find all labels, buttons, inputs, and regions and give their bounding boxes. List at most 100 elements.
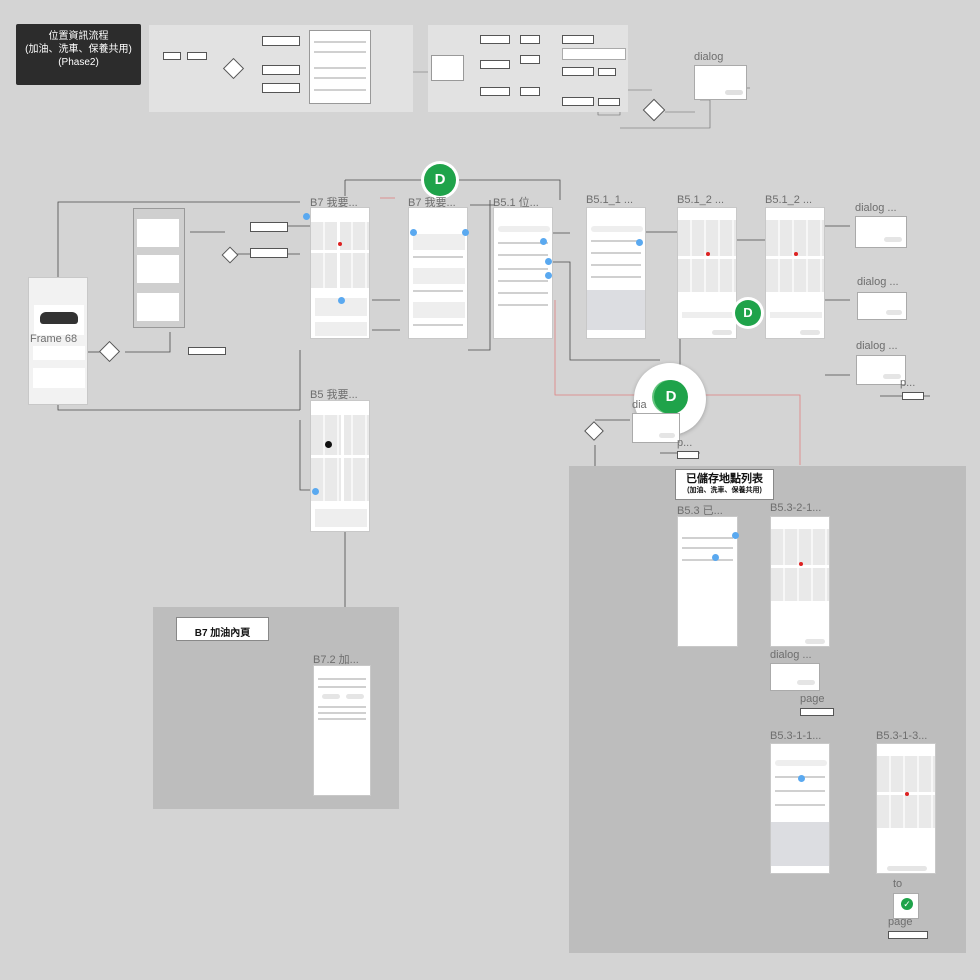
flow-screen-list [309,30,371,104]
hotspot-dot[interactable] [303,213,310,220]
frame-label-dialog-top: dialog [694,51,724,63]
flow-title-line1: 位置資訊流程 [48,31,109,42]
frame-label-dialog-3: dialog ... [856,340,898,352]
frame-label-b7-map: B7 我要... [310,197,358,209]
b53-saved-list-screen [677,516,738,647]
b72-refuel-screen [313,665,371,796]
frame-label-b72: B7.2 加... [313,654,359,666]
dialog-frame [694,65,747,100]
flow-node [480,35,510,44]
permission-flow-panel [133,208,185,328]
frame-label-b51-2b: B5.1_2 ... [765,194,813,206]
frame-label-b51-2a: B5.1_2 ... [677,194,725,206]
search-input [775,760,827,766]
keyboard [587,290,645,330]
hotspot-dot[interactable] [545,258,552,265]
location-pin-icon [706,252,710,256]
section-saved-places-label: 已儲存地點列表 (加油、洗車、保養共用) [675,469,774,500]
service-icons-row [33,346,85,360]
flow-node [262,65,300,75]
dialog-frame [855,216,907,248]
flow-title-line3: (Phase2) [58,57,99,68]
map-view [678,220,736,292]
hotspot-dot[interactable] [410,229,417,236]
flow-decision [222,57,245,80]
search-input [591,226,643,232]
b5-map-screen [310,400,370,532]
flow-node [800,708,834,716]
flow-node [187,52,207,60]
frame-label-page-2: p... [677,437,693,449]
hotspot-dot[interactable] [312,488,319,495]
b51-1-search-screen [586,207,646,339]
hotspot-dot[interactable] [462,229,469,236]
hotspot-dot[interactable] [540,238,547,245]
section-b7-label: B7 加油內頁 [176,617,269,641]
flow-node [480,60,510,69]
collaborator-avatar: D [654,380,688,414]
frame-label-b5: B5 我要... [310,389,358,401]
frame-label-dialog-4: dia [632,399,647,411]
flow-title-block: 位置資訊流程 (加油、洗車、保養共用) (Phase2) [16,24,141,85]
section-saved-subtitle: (加油、洗車、保養共用) [687,487,762,494]
flow-node [902,392,924,400]
search-input [498,226,550,232]
flow-screen [431,55,464,81]
section-saved-places [569,466,966,953]
hotspot-dot[interactable] [712,554,719,561]
dialog-frame [856,355,906,385]
flow-node [520,35,540,44]
b53-1-1-search-screen [770,743,830,874]
flow-node [520,55,540,64]
hotspot-dot[interactable] [545,272,552,279]
b51-2-map-screen-a [677,207,737,339]
hotspot-dot[interactable] [798,775,805,782]
flow-node [250,248,288,258]
flow-node [598,98,620,106]
location-pin-icon [799,562,803,566]
frame-label-to-page: to [893,878,903,890]
hotspot-dot[interactable] [732,532,739,539]
map-view [766,220,824,292]
location-pin-icon [905,792,909,796]
location-pin-icon [338,242,342,246]
car-icon [40,312,78,324]
flow-node [888,931,928,939]
flow-node [562,97,594,106]
hotspot-dot[interactable] [636,239,643,246]
flow-node [250,222,288,232]
location-pin-icon [794,252,798,256]
frame-label-b53-1-1: B5.3-1-1... [770,730,822,742]
flow-node [562,35,594,44]
frame-label-dialog-5: dialog ... [770,649,812,661]
check-icon: ✓ [901,898,913,910]
frame-label-b51: B5.1 位... [493,197,539,209]
flow-node [677,451,699,459]
frame-label-dialog-2: dialog ... [857,276,899,288]
hotspot-dot[interactable] [338,297,345,304]
flow-node [520,87,540,96]
flow-node [562,67,594,76]
frame-label-b7-list: B7 我要... [408,197,456,209]
map-view [311,222,369,288]
b53-1-3-map-screen [876,743,936,874]
b51-2-map-screen-b [765,207,825,339]
success-toast: ✓ [893,893,919,919]
keyboard [771,822,829,866]
frame-label-page-4: page [888,916,913,928]
flow-select [562,48,626,60]
b7-list-screen [408,207,468,339]
collaborator-avatar: D [424,164,456,196]
frame-label-page-3: page [800,693,825,705]
current-location-icon [325,441,332,448]
frame-label-page-1: p... [900,377,916,389]
flow-title-line2: (加油、洗車、保養共用) [25,44,132,55]
section-saved-title: 已儲存地點列表 [686,473,763,485]
top-flow-panel-right [428,25,628,112]
b7-map-screen [310,207,370,339]
dialog-frame [857,292,907,320]
map-view [311,415,369,501]
b53-2-1-map-screen [770,516,830,647]
promo-card [33,368,85,388]
top-flow-panel-left [149,25,413,112]
